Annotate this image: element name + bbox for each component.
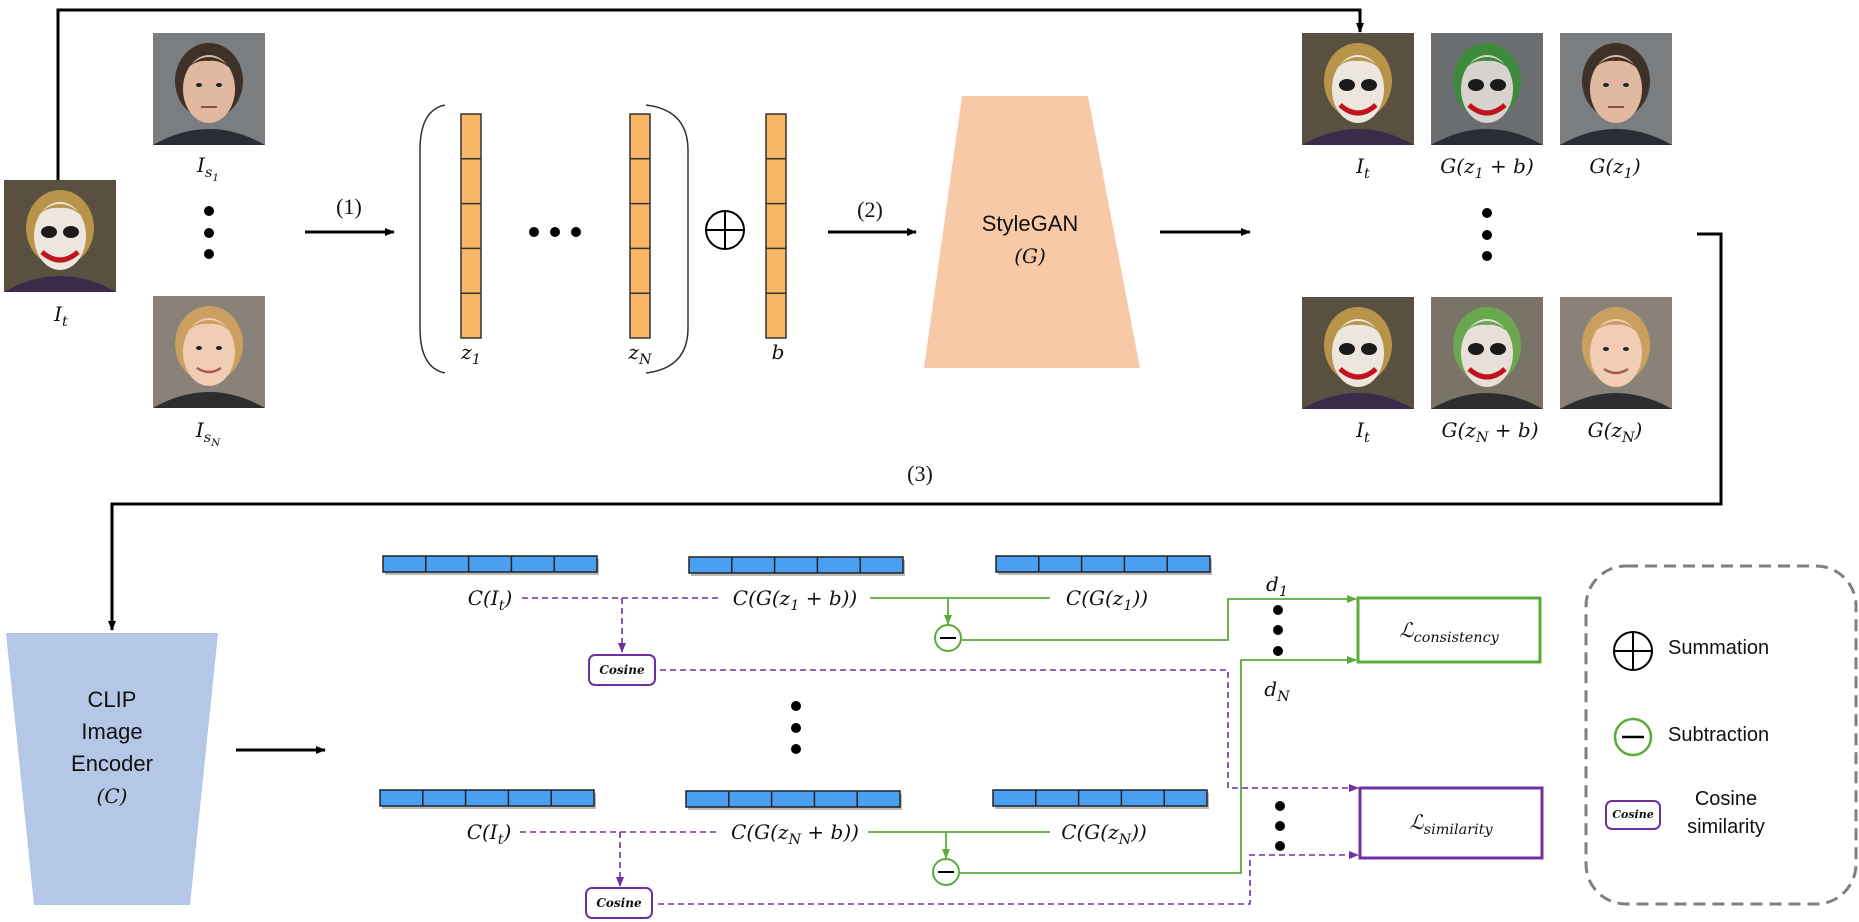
green-to-consistency-d1 [962, 595, 1357, 641]
subtraction-icon-row1 [934, 624, 962, 652]
clip-encoder-title: CLIP Image Encoder (C) [71, 687, 153, 808]
legend-subtraction-label: Subtraction [1668, 724, 1770, 746]
similarity-loss-label: ℒsimilarity [1409, 810, 1493, 838]
output-rowN-edited-label: G(zN + b) [1441, 418, 1539, 446]
latent-z1-label: z1 [461, 340, 481, 368]
output-rowN-target-label: It [1356, 418, 1370, 446]
embedding-row1-target-label: C(It) [467, 586, 513, 614]
target-image-input [4, 180, 116, 292]
summation-icon [705, 210, 745, 250]
embedding-bar-rowN-edited [685, 790, 902, 810]
embedding-rowN-source-label: C(G(zN)) [1061, 820, 1147, 848]
embedding-bar-rowN-target [379, 789, 596, 809]
ellipsis-vertical-distances [1273, 605, 1283, 656]
embedding-rowN-edited-label: C(G(zN + b)) [731, 820, 859, 848]
distance-dN-label: dN [1264, 677, 1290, 705]
cosine-box-rowN: Cosine [585, 887, 653, 919]
similarity-loss-box [1358, 786, 1544, 860]
latent-vector-zN [629, 113, 651, 339]
green-to-consistency-dN [960, 656, 1357, 874]
target-image-label: It [54, 302, 68, 330]
ellipsis-vertical-similarity [1275, 801, 1285, 851]
embedding-bar-rowN-source [992, 789, 1209, 809]
embedding-bar-row1-source [995, 555, 1212, 575]
embedding-bar-row1-target [382, 555, 599, 575]
output-row1-source-image [1560, 33, 1672, 145]
step-3-label: (3) [907, 461, 933, 486]
output-row1-edited-image [1431, 33, 1543, 145]
stylegan-block [924, 96, 1140, 368]
ellipsis-vertical-embeddings [791, 701, 801, 754]
skip-connection-line [56, 8, 1364, 186]
legend-cosine-icon: Cosine [1605, 800, 1661, 830]
right-bracket [645, 104, 689, 374]
source-last-label: IsN [195, 418, 221, 449]
arrow-step-3 [108, 232, 1723, 631]
output-rowN-target-image [1302, 297, 1414, 409]
latent-vector-z1 [460, 113, 482, 339]
ellipsis-vertical-sources [204, 206, 214, 259]
left-bracket [419, 104, 446, 374]
output-row1-source-label: G(z1) [1589, 154, 1641, 182]
consistency-loss-label: ℒconsistency [1399, 618, 1499, 646]
consistency-loss-box [1356, 596, 1542, 664]
latent-vector-b [765, 113, 787, 339]
legend-summation-icon [1613, 631, 1653, 671]
source-first-label: Is1 [197, 153, 219, 184]
source-image-first [153, 33, 265, 145]
step-1-label: (1) [336, 194, 362, 219]
output-rowN-source-image [1560, 297, 1672, 409]
output-rowN-source-label: G(zN) [1587, 418, 1643, 446]
distance-d1-label: d1 [1266, 572, 1288, 600]
latent-zN-label: zN [628, 340, 652, 368]
embedding-row1-source-label: C(G(z1)) [1065, 586, 1149, 614]
output-row1-target-image [1302, 33, 1414, 145]
cosine-box-row1: Cosine [588, 654, 656, 686]
legend-summation-label: Summation [1668, 637, 1770, 659]
output-row1-edited-label: G(z1 + b) [1440, 154, 1534, 182]
ellipsis-horizontal [529, 227, 581, 237]
embedding-rowN-target-label: C(It) [466, 820, 512, 848]
ellipsis-vertical-outputs [1482, 208, 1492, 261]
embedding-bar-row1-edited [688, 556, 905, 576]
step-2-label: (2) [857, 197, 883, 222]
dashed-cosine-to-similarity-rowN [658, 851, 1359, 905]
latent-b-label: b [771, 340, 785, 364]
dashed-cosine-to-similarity-row1 [660, 669, 1359, 792]
legend-subtraction-icon [1613, 717, 1653, 757]
embedding-row1-edited-label: C(G(z1 + b)) [732, 586, 858, 614]
legend-box [1584, 564, 1858, 906]
clip-encoder-block [6, 633, 218, 905]
subtraction-icon-rowN [932, 858, 960, 886]
source-image-last [153, 296, 265, 408]
stylegan-title: StyleGAN (G) [981, 211, 1079, 268]
output-rowN-edited-image [1431, 297, 1543, 409]
output-row1-target-label: It [1356, 154, 1370, 182]
